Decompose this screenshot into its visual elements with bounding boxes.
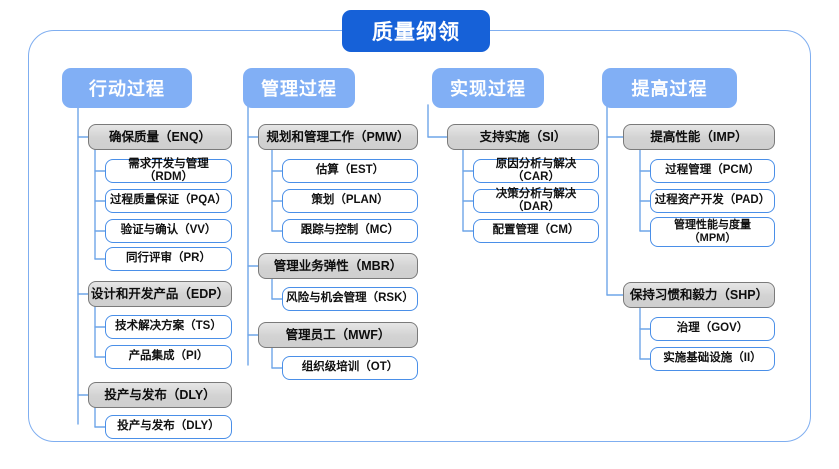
leaf-box-est-label: 估算（EST）	[315, 164, 385, 177]
leaf-box-pr-label: 同行评审（PR）	[126, 252, 211, 265]
group-box-edp-label: 设计和开发产品（EDP）	[90, 286, 230, 301]
group-box-si-label: 支持实施（SI）	[479, 129, 567, 144]
leaf-box-pad[interactable]: 过程资产开发（PAD）	[650, 189, 775, 213]
column-header-realize-label: 实现过程	[450, 79, 526, 99]
leaf-box-pcm-label: 过程管理（PCM）	[665, 164, 760, 177]
leaf-box-pi-label: 产品集成（PI）	[128, 350, 209, 363]
leaf-box-est[interactable]: 估算（EST）	[282, 159, 418, 183]
leaf-box-mc-label: 跟踪与控制（MC）	[300, 224, 400, 237]
leaf-box-plan-label: 策划（PLAN）	[311, 194, 389, 207]
leaf-box-pi[interactable]: 产品集成（PI）	[105, 345, 232, 369]
leaf-box-rdm[interactable]: 需求开发与管理（RDM）	[105, 157, 232, 183]
group-box-pmw[interactable]: 规划和管理工作（PMW）	[258, 124, 418, 150]
group-box-imp[interactable]: 提高性能（IMP）	[623, 124, 775, 150]
leaf-box-dar[interactable]: 决策分析与解决（DAR）	[473, 187, 599, 213]
column-header-manage[interactable]: 管理过程	[243, 68, 355, 108]
leaf-box-ts-label: 技术解决方案（TS）	[115, 320, 222, 333]
group-box-mwf[interactable]: 管理员工（MWF）	[258, 322, 418, 348]
leaf-box-car-label: 原因分析与解决（CAR）	[495, 157, 577, 183]
group-box-enq-label: 确保质量（ENQ）	[108, 129, 212, 144]
leaf-box-cm-label: 配置管理（CM）	[492, 224, 580, 237]
leaf-box-rsk[interactable]: 风险与机会管理（RSK）	[282, 287, 418, 311]
column-header-manage-label: 管理过程	[261, 79, 337, 99]
leaf-box-gov-label: 治理（GOV）	[676, 322, 749, 335]
leaf-box-dar-label: 决策分析与解决（DAR）	[495, 187, 577, 213]
leaf-box-pqa-label: 过程质量保证（PQA）	[110, 194, 227, 207]
leaf-box-rsk-label: 风险与机会管理（RSK）	[286, 292, 414, 305]
leaf-box-pqa[interactable]: 过程质量保证（PQA）	[105, 189, 232, 213]
group-box-dly-label: 投产与发布（DLY）	[104, 387, 216, 402]
leaf-box-dly-label: 投产与发布（DLY）	[117, 420, 220, 433]
group-box-mwf-label: 管理员工（MWF）	[285, 327, 391, 342]
leaf-box-ii[interactable]: 实施基础设施（II）	[650, 347, 775, 371]
column-header-improve[interactable]: 提高过程	[602, 68, 737, 108]
group-box-si[interactable]: 支持实施（SI）	[447, 124, 599, 150]
group-box-shp[interactable]: 保持习惯和毅力（SHP）	[623, 282, 775, 308]
column-header-action-label: 行动过程	[89, 79, 165, 99]
leaf-box-car[interactable]: 原因分析与解决（CAR）	[473, 157, 599, 183]
leaf-box-dly[interactable]: 投产与发布（DLY）	[105, 415, 232, 439]
leaf-box-plan[interactable]: 策划（PLAN）	[282, 189, 418, 213]
group-box-pmw-label: 规划和管理工作（PMW）	[266, 129, 410, 144]
root-title-box: 质量纲领	[342, 10, 490, 52]
column-header-action[interactable]: 行动过程	[62, 68, 192, 108]
leaf-box-gov[interactable]: 治理（GOV）	[650, 317, 775, 341]
leaf-box-ot[interactable]: 组织级培训（OT）	[282, 356, 418, 380]
group-box-dly[interactable]: 投产与发布（DLY）	[88, 382, 232, 408]
group-box-shp-label: 保持习惯和毅力（SHP）	[629, 287, 769, 302]
leaf-box-cm[interactable]: 配置管理（CM）	[473, 219, 599, 243]
group-box-mbr[interactable]: 管理业务弹性（MBR）	[258, 253, 418, 279]
leaf-box-ot-label: 组织级培训（OT）	[301, 361, 399, 374]
root-title-label: 质量纲领	[372, 21, 460, 44]
leaf-box-rdm-label: 需求开发与管理（RDM）	[128, 157, 209, 183]
column-header-improve-label: 提高过程	[631, 79, 708, 99]
leaf-box-mc[interactable]: 跟踪与控制（MC）	[282, 219, 418, 243]
group-box-enq[interactable]: 确保质量（ENQ）	[88, 124, 232, 150]
leaf-box-pcm[interactable]: 过程管理（PCM）	[650, 159, 775, 183]
leaf-box-ts[interactable]: 技术解决方案（TS）	[105, 315, 232, 339]
leaf-box-mpm-label: 管理性能与度量 （MPM）	[674, 219, 751, 244]
leaf-box-mpm[interactable]: 管理性能与度量 （MPM）	[650, 217, 775, 247]
leaf-box-pr[interactable]: 同行评审（PR）	[105, 247, 232, 271]
leaf-box-vv-label: 验证与确认（VV）	[120, 224, 217, 237]
leaf-box-vv[interactable]: 验证与确认（VV）	[105, 219, 232, 243]
column-header-realize[interactable]: 实现过程	[432, 68, 544, 108]
leaf-box-pad-label: 过程资产开发（PAD）	[654, 194, 771, 207]
group-box-edp[interactable]: 设计和开发产品（EDP）	[88, 281, 232, 307]
group-box-imp-label: 提高性能（IMP）	[650, 129, 748, 144]
leaf-box-ii-label: 实施基础设施（II）	[663, 352, 762, 365]
group-box-mbr-label: 管理业务弹性（MBR）	[273, 258, 403, 273]
